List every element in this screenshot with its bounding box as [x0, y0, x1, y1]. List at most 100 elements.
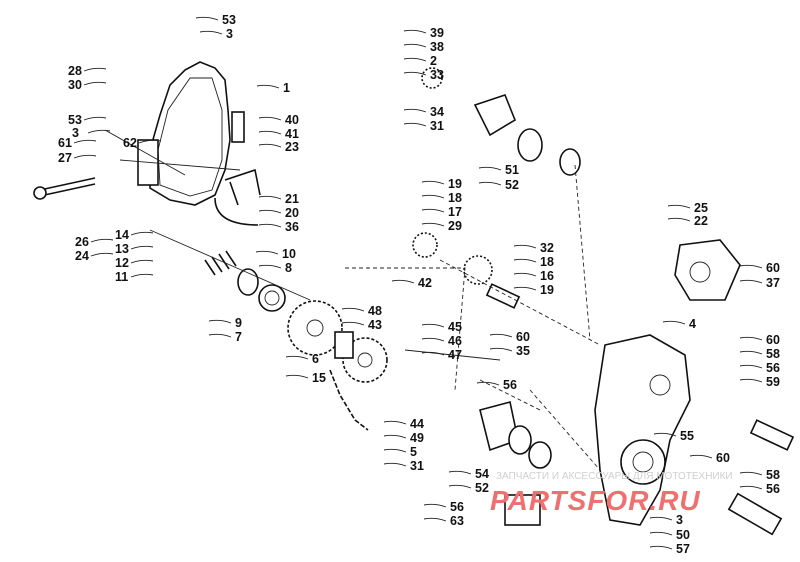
leader-line	[383, 448, 407, 453]
leader-line	[513, 286, 537, 291]
leader-line	[513, 258, 537, 263]
leader-line	[208, 333, 232, 338]
callout-label-22: 22	[694, 214, 708, 228]
callout-label-34: 34	[430, 105, 444, 119]
gear-2	[421, 67, 443, 89]
bracket-23	[224, 168, 261, 206]
callout-label-62: 62	[123, 136, 137, 150]
leader-line	[739, 378, 763, 383]
callout-label-19: 19	[540, 283, 554, 297]
plate-31	[473, 94, 516, 137]
leader-line	[478, 181, 502, 186]
leader-line	[73, 139, 97, 144]
leader-line	[391, 279, 415, 284]
leader-line	[199, 30, 223, 35]
watermark-brand: PARTSFOR.RU	[490, 485, 701, 516]
plate-40	[231, 111, 245, 143]
callout-label-48: 48	[368, 304, 382, 318]
chain-case-cover	[137, 61, 231, 206]
leader-line	[341, 307, 365, 312]
callout-label-3: 3	[72, 126, 79, 140]
bearing-8	[258, 284, 286, 312]
leader-line	[739, 264, 763, 269]
callout-label-26: 26	[75, 235, 89, 249]
leader-line	[739, 279, 763, 284]
callout-label-23: 23	[285, 140, 299, 154]
leader-line	[285, 355, 309, 360]
leader-line	[421, 222, 445, 227]
callout-label-10: 10	[282, 247, 296, 261]
leader-line	[423, 503, 447, 508]
leader-line	[383, 434, 407, 439]
callout-label-57: 57	[676, 542, 690, 556]
callout-label-7: 7	[235, 330, 242, 344]
leader-line	[258, 143, 282, 148]
leader-line	[667, 217, 691, 222]
callout-label-42: 42	[418, 276, 432, 290]
shaft-27	[33, 177, 96, 200]
watermark-tagline: ЗАПЧАСТИ И АКСЕССУАРЫ ДЛЯ МОТОТЕХНИКИ	[496, 471, 733, 482]
callout-label-52: 52	[475, 481, 489, 495]
callout-label-17: 17	[448, 205, 462, 219]
callout-label-39: 39	[430, 26, 444, 40]
callout-label-24: 24	[75, 249, 89, 263]
callout-label-25: 25	[694, 201, 708, 215]
leader-line	[421, 194, 445, 199]
callout-label-58: 58	[766, 468, 780, 482]
callout-label-43: 43	[368, 318, 382, 332]
gear-17	[412, 232, 438, 258]
leader-line	[83, 81, 107, 86]
callout-label-53: 53	[68, 113, 82, 127]
ring-52	[559, 148, 581, 176]
callout-label-50: 50	[676, 528, 690, 542]
leader-line	[448, 484, 472, 489]
leader-line	[90, 252, 114, 257]
leader-line	[513, 272, 537, 277]
leader-line	[83, 67, 107, 72]
leader-line	[130, 245, 154, 250]
leader-line	[423, 517, 447, 522]
leader-line	[653, 432, 677, 437]
callout-label-46: 46	[448, 334, 462, 348]
callout-label-20: 20	[285, 206, 299, 220]
leader-line	[383, 462, 407, 467]
leader-line	[403, 57, 427, 62]
leader-line	[489, 333, 513, 338]
leader-line	[208, 319, 232, 324]
leader-line	[649, 545, 673, 550]
callout-label-49: 49	[410, 431, 424, 445]
callout-label-60: 60	[516, 330, 530, 344]
callout-label-40: 40	[285, 113, 299, 127]
leader-line	[649, 531, 673, 536]
callout-label-15: 15	[312, 371, 326, 385]
leader-line	[130, 259, 154, 264]
callout-label-53: 53	[222, 13, 236, 27]
leader-line	[403, 29, 427, 34]
leader-line	[739, 485, 763, 490]
leader-line	[383, 420, 407, 425]
callout-label-31: 31	[430, 119, 444, 133]
leader-line	[258, 223, 282, 228]
callout-label-52: 52	[505, 178, 519, 192]
spring-11	[204, 250, 237, 276]
leader-line	[739, 471, 763, 476]
callout-label-54: 54	[475, 467, 489, 481]
sprocket-43	[342, 337, 388, 383]
leader-line	[489, 347, 513, 352]
callout-label-29: 29	[448, 219, 462, 233]
callout-label-33: 33	[430, 68, 444, 82]
watermark: ЗАПЧАСТИ И АКСЕССУАРЫ ДЛЯ МОТОТЕХНИКИ PA…	[490, 471, 733, 516]
ring-52-lower	[528, 441, 552, 469]
leader-line	[739, 336, 763, 341]
leader-line	[258, 209, 282, 214]
callout-label-61: 61	[58, 136, 72, 150]
cable-36	[214, 197, 259, 226]
leader-line	[421, 323, 445, 328]
chain-15	[329, 369, 369, 431]
callout-label-19: 19	[448, 177, 462, 191]
callout-label-41: 41	[285, 127, 299, 141]
cover-22	[674, 239, 741, 301]
callout-label-5: 5	[410, 445, 417, 459]
leader-line	[138, 139, 162, 144]
